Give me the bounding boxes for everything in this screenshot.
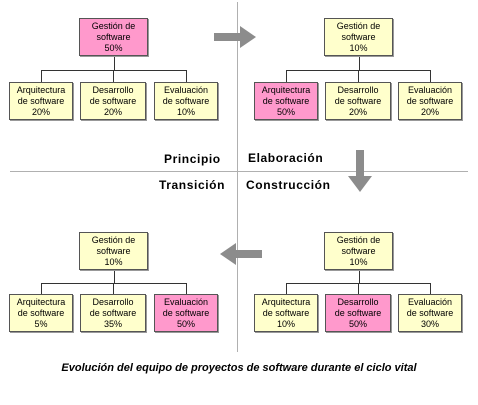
connector-line [286,70,287,82]
box-label-line: Evaluación [407,84,453,95]
box-percentage: 10% [176,106,195,117]
box-label-line: Arquitectura [261,84,311,95]
box-percentage: 10% [104,256,123,267]
box-label-line: de software [17,307,65,318]
box-label-line: de software [89,307,137,318]
box-label-line: de software [162,307,210,318]
connector-line [186,70,187,82]
box-percentage: 10% [349,256,368,267]
box-label-line: de software [334,95,382,106]
connector-line [358,70,359,82]
box-percentage: 50% [276,106,295,117]
box-percentage: 10% [349,42,368,53]
box-label-line: de software [17,95,65,106]
box-percentage: 35% [103,318,122,329]
right-arrow-icon [214,26,256,48]
connector-line [358,283,359,294]
box-percentage: 10% [276,318,295,329]
connector-line [186,283,187,294]
box-label-line: Evaluación [163,296,209,307]
connector-line [113,283,114,294]
box-label-line: Evaluación [407,296,453,307]
box-label-line: software [96,31,131,42]
box-label-line: Arquitectura [16,296,66,307]
box-percentage: 20% [31,106,50,117]
box-label-line: Gestión de [336,234,381,245]
box-label-line: Gestión de [91,20,136,31]
connector-line [41,283,187,284]
vertical-divider [237,2,238,352]
phase-label-elaboracion: Elaboración [248,151,324,165]
phase-label-construccion: Construcción [246,178,331,192]
box-label-line: de software [406,95,454,106]
connector-line [358,270,360,283]
connector-line [41,70,187,71]
horizontal-divider [10,171,468,172]
box-label-line: de software [162,95,210,106]
connector-line [286,283,287,294]
connector-line [113,270,115,283]
figure-caption: Evolución del equipo de proyectos de sof… [61,362,417,374]
box-label-line: Evaluación [163,84,209,95]
phase-label-transicion: Transición [159,178,226,192]
connector-line [358,56,360,70]
box-percentage: 5% [34,318,48,329]
box-label-line: Arquitectura [16,84,66,95]
box-label-line: de software [334,307,382,318]
connector-line [41,70,42,82]
box-label-line: de software [262,307,310,318]
box-label-line: de software [89,95,137,106]
box-label-line: Gestión de [336,20,381,31]
box-label-line: Desarrollo [337,84,379,95]
box-label-line: Desarrollo [92,296,134,307]
box-percentage: 50% [348,318,367,329]
connector-line [430,283,431,294]
box-label-line: Desarrollo [92,84,134,95]
box-percentage: 50% [176,318,195,329]
down-arrow-icon [348,150,372,192]
connector-line [113,70,114,82]
connector-line [41,283,42,294]
box-label-line: software [96,245,131,256]
box-percentage: 50% [104,42,123,53]
phase-label-principio: Principio [164,152,221,166]
box-label-line: Gestión de [91,234,136,245]
box-label-line: Arquitectura [261,296,311,307]
left-arrow-icon [220,243,262,265]
box-percentage: 20% [348,106,367,117]
box-percentage: 20% [420,106,439,117]
box-label-line: de software [406,307,454,318]
box-label-line: de software [262,95,310,106]
box-percentage: 20% [103,106,122,117]
box-label-line: software [341,31,376,42]
box-label-line: software [341,245,376,256]
connector-line [430,70,431,82]
box-label-line: Desarrollo [337,296,379,307]
connector-line [113,56,115,70]
box-percentage: 30% [420,318,439,329]
